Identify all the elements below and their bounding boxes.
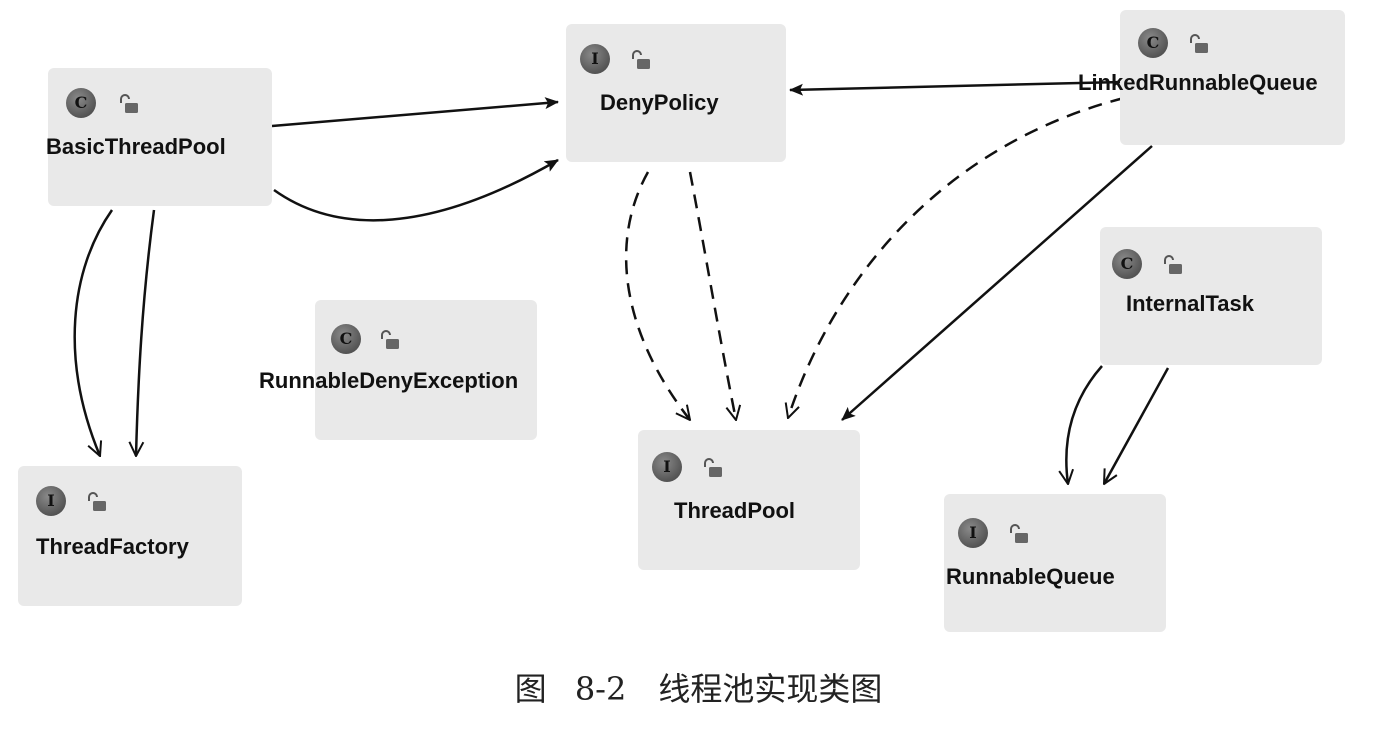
edge-deny-to-tp-2 [688, 171, 736, 420]
node-name: DenyPolicy [600, 90, 719, 115]
node-name: ThreadPool [674, 498, 796, 523]
open-lock-icon [88, 492, 106, 511]
node-name: LinkedRunnableQueue [1078, 70, 1318, 95]
class-badge-icon: C [1112, 249, 1142, 279]
edge-basic-to-deny-2 [273, 158, 559, 222]
figure-caption: 图 8-2 线程池实现类图 [514, 670, 883, 708]
edge-deny-to-tp-1 [624, 171, 690, 420]
interface-badge-icon: I [36, 486, 66, 516]
interface-badge-icon: I [958, 518, 988, 548]
node-name: ThreadFactory [36, 534, 189, 559]
node-name: BasicThreadPool [46, 134, 226, 159]
interface-badge-icon: I [580, 44, 610, 74]
node-linked-runnable-queue[interactable]: C LinkedRunnableQueue [1078, 10, 1345, 145]
open-lock-icon [1164, 255, 1182, 274]
class-badge-icon: C [1138, 28, 1168, 58]
open-lock-icon [120, 94, 138, 113]
node-runnable-deny-exception[interactable]: C RunnableDenyException [259, 300, 537, 440]
node-name: RunnableDenyException [259, 368, 519, 393]
edge-linked-to-tp-solid [841, 145, 1153, 421]
edge-basic-to-deny-1 [271, 97, 559, 128]
open-lock-icon [704, 458, 722, 477]
open-lock-icon [381, 330, 399, 349]
edge-linked-to-tp-dashed [788, 96, 1125, 418]
edge-basic-to-tf-1 [73, 209, 114, 456]
node-thread-factory[interactable]: I ThreadFactory [18, 466, 242, 606]
node-deny-policy[interactable]: I DenyPolicy [566, 24, 786, 162]
edge-linked-to-deny [789, 80, 1123, 96]
class-badge-icon: C [66, 88, 96, 118]
node-runnable-queue[interactable]: I RunnableQueue [944, 494, 1166, 632]
edge-basic-to-tf-2 [136, 209, 156, 456]
open-lock-icon [1010, 524, 1028, 543]
edge-internal-to-rq-1 [1066, 365, 1103, 484]
edge-internal-to-rq-2 [1102, 367, 1170, 484]
interface-badge-icon: I [652, 452, 682, 482]
node-thread-pool[interactable]: I ThreadPool [638, 430, 860, 570]
node-name: RunnableQueue [946, 564, 1115, 589]
node-internal-task[interactable]: C InternalTask [1100, 227, 1322, 365]
open-lock-icon [1190, 34, 1208, 53]
node-name: InternalTask [1126, 291, 1254, 316]
class-badge-icon: C [331, 324, 361, 354]
node-basic-thread-pool[interactable]: C BasicThreadPool [46, 68, 272, 206]
open-lock-icon [632, 50, 650, 69]
